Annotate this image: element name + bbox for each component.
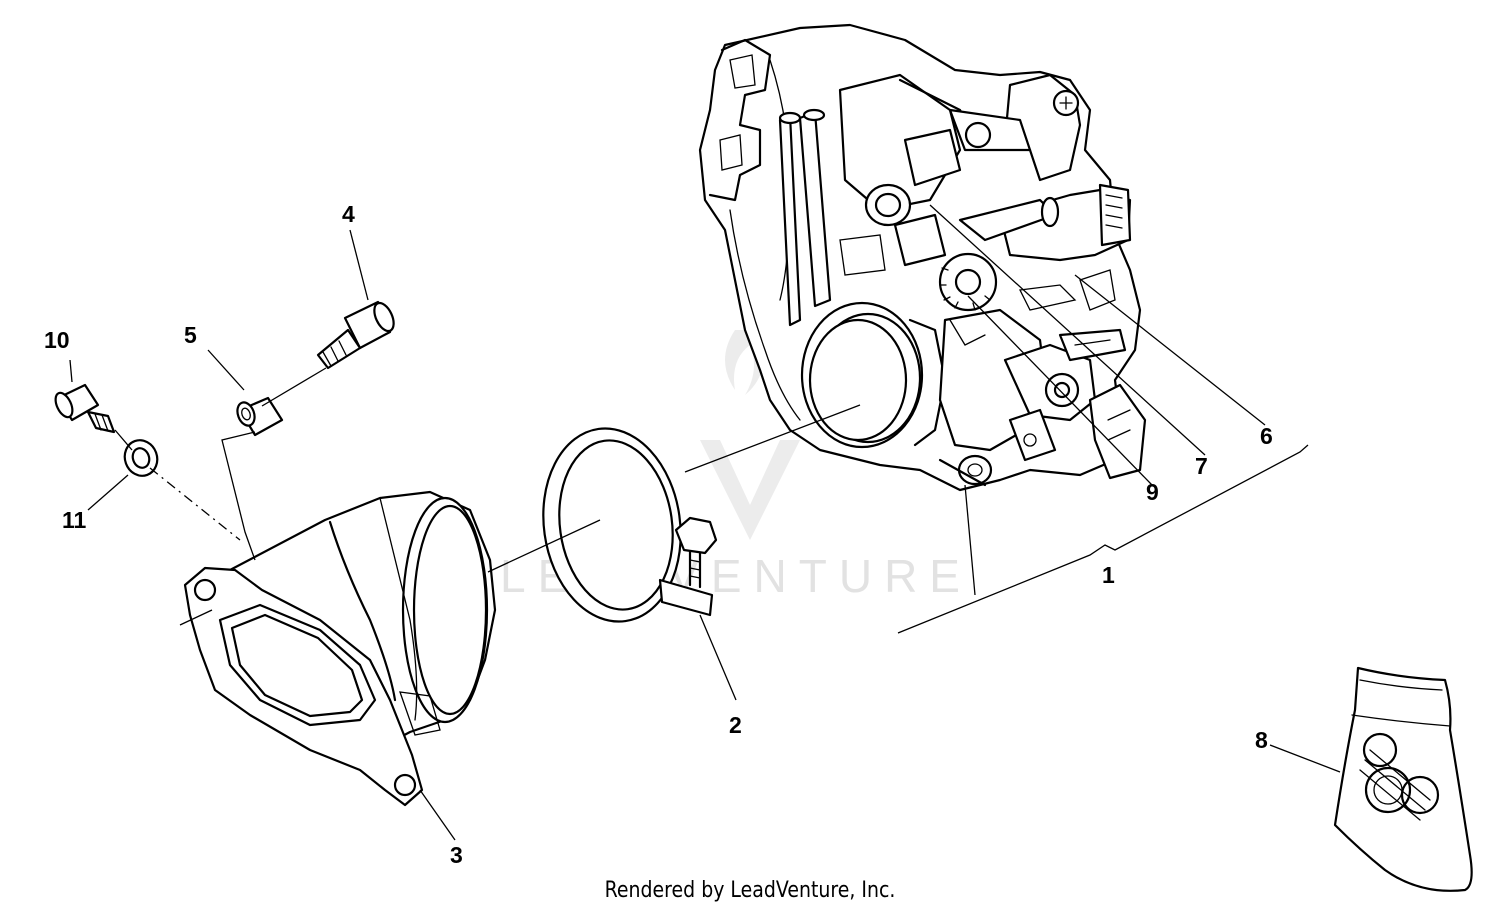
- dowel-sleeve[interactable]: [234, 396, 284, 437]
- intake-boot[interactable]: [183, 490, 497, 807]
- callout-9[interactable]: 9: [1146, 479, 1159, 505]
- footer-credit: Rendered by LeadVenture, Inc.: [604, 878, 896, 903]
- callouts: 1 2 3 4 5 6 7 8 9 10 11: [44, 201, 1273, 868]
- decal[interactable]: [1333, 666, 1473, 892]
- callout-7[interactable]: 7: [1195, 453, 1208, 479]
- clamp[interactable]: [531, 419, 718, 630]
- callout-5[interactable]: 5: [184, 322, 197, 348]
- callout-6[interactable]: 6: [1260, 423, 1273, 449]
- callout-11[interactable]: 11: [62, 507, 87, 533]
- leader-lines: [69, 204, 1341, 841]
- callout-8[interactable]: 8: [1255, 727, 1268, 753]
- washer[interactable]: [120, 436, 162, 481]
- screw[interactable]: [52, 383, 116, 434]
- throttle-body-assembly[interactable]: [698, 23, 1147, 492]
- callout-3[interactable]: 3: [450, 842, 463, 868]
- callout-4[interactable]: 4: [342, 201, 355, 227]
- cap-screw[interactable]: [316, 300, 398, 370]
- callout-1[interactable]: 1: [1102, 562, 1115, 588]
- callout-10[interactable]: 10: [44, 327, 70, 353]
- callout-2[interactable]: 2: [729, 712, 742, 738]
